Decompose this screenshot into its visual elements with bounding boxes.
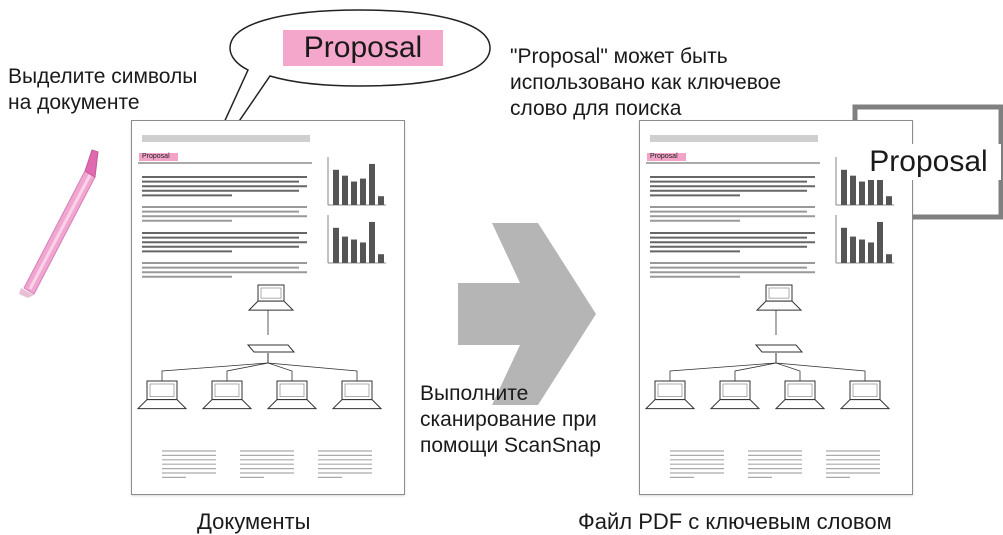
documents-label: Документы [197,509,311,534]
highlighted-word: Proposal [647,153,686,161]
laptop-keyboard [266,399,318,410]
chart-bar [378,196,384,205]
network-hub-icon [754,344,804,353]
pdf-with-keyword-label: Файл PDF с ключевым словом [578,509,892,534]
keyword-search-note: "Proposal" может быть использовано как к… [510,45,782,120]
chart-bar [877,221,883,263]
chart-bar [850,236,856,263]
chart-bar [333,169,339,205]
chart-bar [369,221,375,263]
laptop-keyboard [644,399,696,410]
network-link [226,353,269,381]
pdf-document: Proposal [639,120,913,495]
document-content-art [136,157,386,478]
laptop-keyboard [331,399,383,410]
chart-bar [841,227,847,263]
chart-bar [360,178,366,205]
document-header-bar [650,135,818,142]
chart-bar [378,254,384,263]
document-content-art [644,157,894,478]
pdf-keyword-box: Proposal [856,144,1001,180]
network-hub-icon [246,344,296,353]
chart-bar [342,236,348,263]
chart-bar [859,181,865,205]
instruction-select-text: Выделите символы на документе [8,65,198,114]
chart-bar [868,178,874,205]
chart-bar [841,169,847,205]
laptop-keyboard [839,399,891,410]
laptop-keyboard [136,399,188,410]
chart-bar [351,181,357,205]
chart-bar [333,227,339,263]
chart-bar [886,196,892,205]
network-link [267,353,358,381]
chart-bar [342,175,348,205]
chart-bar [351,239,357,263]
network-link [775,353,801,381]
laptop-keyboard [774,399,826,410]
laptop-keyboard [247,300,295,311]
highlighted-word: Proposal [139,153,178,161]
network-link [669,353,777,381]
chart-bar [886,254,892,263]
laptop-keyboard [201,399,253,410]
highlighter-marker-icon [19,149,99,298]
scan-arrow-icon [458,223,596,405]
network-link [161,353,269,381]
chart-bar [369,163,375,205]
document-header-bar [142,135,310,142]
chart-bar [868,242,874,263]
chart-bar [877,163,883,205]
bubble-keyword-highlight: Proposal [283,30,443,66]
network-link [775,353,866,381]
scan-instruction-text: Выполните сканирование при помощи ScanSn… [420,382,601,457]
laptop-screen [765,284,793,302]
chart-bar [859,239,865,263]
laptop-keyboard [709,399,761,410]
source-document: Proposal [131,120,405,495]
laptop-keyboard [755,300,803,311]
chart-bar [850,175,856,205]
network-link [267,353,293,381]
chart-bar [360,242,366,263]
network-link [734,353,777,381]
laptop-screen [257,284,285,302]
